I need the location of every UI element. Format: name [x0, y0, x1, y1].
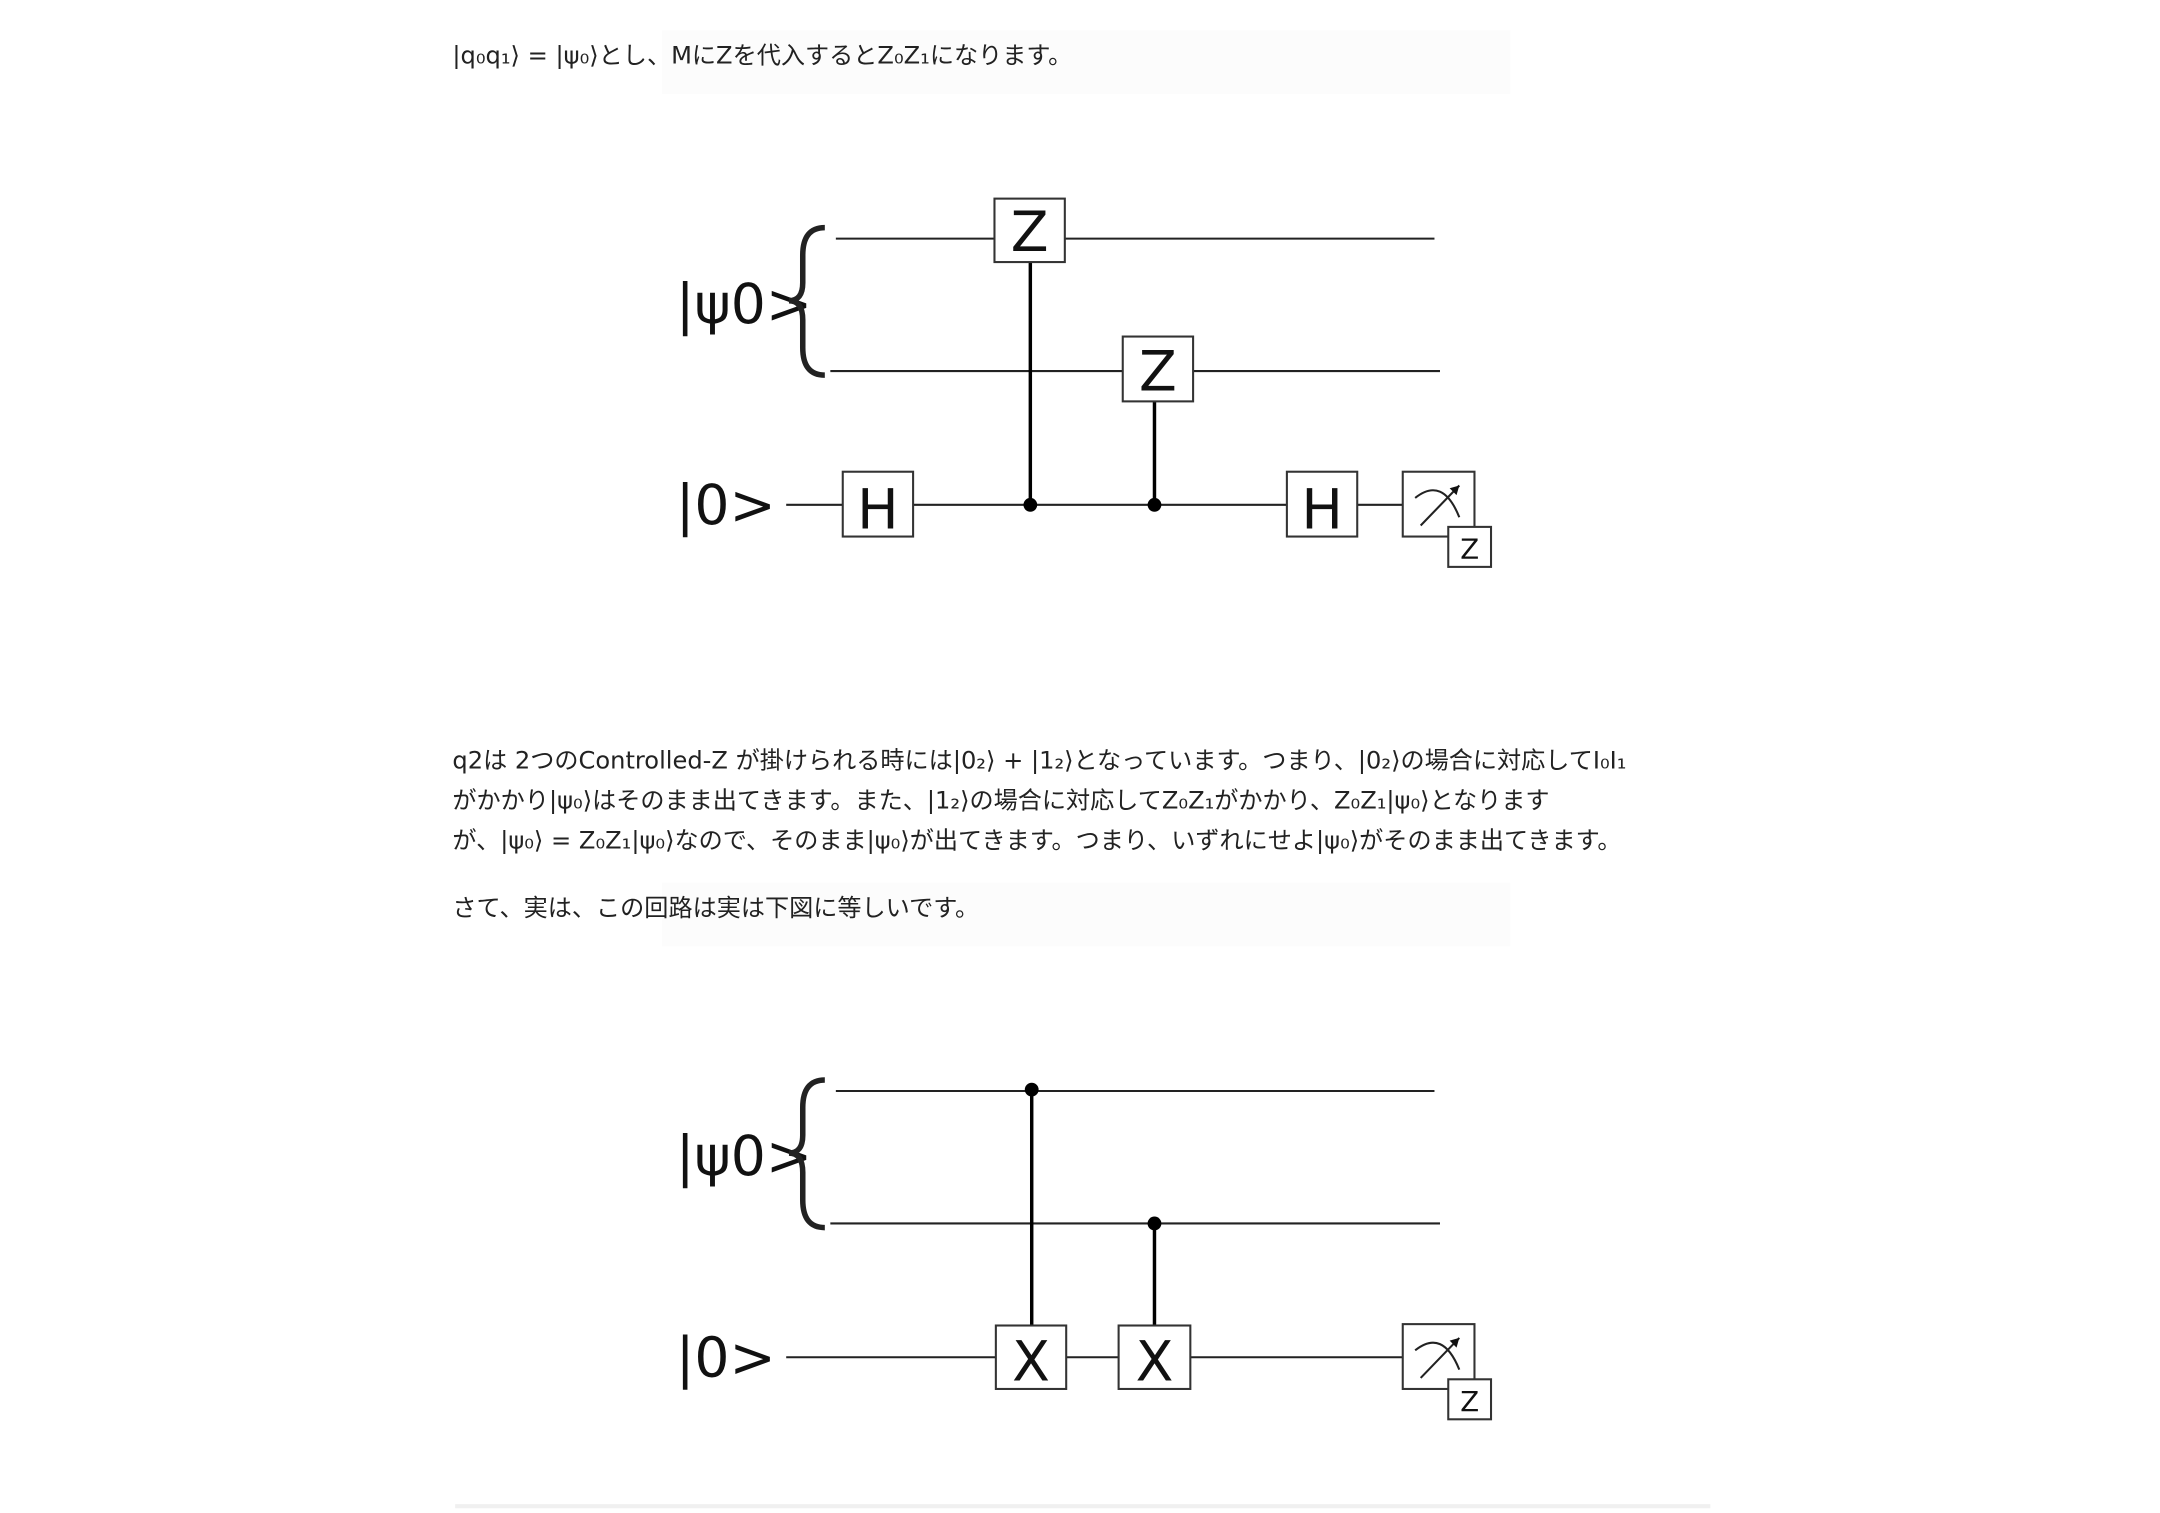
control-dot [1023, 497, 1038, 512]
text-background [662, 30, 1511, 94]
control-dot [1147, 497, 1162, 512]
psi0-input-label: |ψ0> [676, 273, 812, 337]
z-gate: Z [1121, 335, 1195, 404]
control-dot [1147, 1216, 1162, 1231]
measurement-icon: Z [1401, 1323, 1493, 1421]
brace-icon [788, 1077, 826, 1231]
x-gate: X [994, 1324, 1068, 1395]
text-background [662, 882, 1511, 947]
svg-text:Z: Z [1011, 201, 1049, 265]
circuit-2: |ψ0> |0> X X Z [676, 1077, 1493, 1421]
h-gate: H [841, 470, 915, 542]
explanation-line-1: q2は 2つのControlled-Z が掛けられる時には|0₂⟩ + |1₂⟩… [452, 747, 1627, 776]
explanation-line-3: が、|ψ₀⟩ = Z₀Z₁|ψ₀⟩なので、そのまま|ψ₀⟩が出てきます。つまり、… [452, 827, 1622, 856]
circuit-1: |ψ0> |0> Z Z H H Z [676, 197, 1493, 568]
equivalence-text: さて、実は、この回路は実は下図に等しいです。 [452, 895, 980, 923]
measurement-icon: Z [1401, 470, 1493, 568]
svg-text:Z: Z [1460, 533, 1479, 566]
control-dot [1024, 1082, 1039, 1097]
z-gate: Z [993, 197, 1066, 265]
zero-input-label: |0> [676, 1327, 776, 1391]
h-gate: H [1285, 470, 1359, 542]
svg-text:Z: Z [1139, 340, 1177, 404]
svg-text:Z: Z [1460, 1385, 1479, 1418]
svg-text:X: X [1012, 1331, 1050, 1395]
svg-text:X: X [1136, 1331, 1174, 1395]
x-gate: X [1117, 1324, 1192, 1395]
svg-text:H: H [1301, 478, 1342, 542]
psi0-input-label: |ψ0> [676, 1125, 812, 1189]
explanation-line-2: がかかり|ψ₀⟩はそのまま出てきます。また、|1₂⟩の場合に対応してZ₀Z₁がか… [452, 787, 1550, 816]
brace-icon [788, 224, 826, 378]
intro-text: |q₀q₁⟩ = |ψ₀⟩とし、MにZを代入するとZ₀Z₁になります。 [452, 42, 1073, 71]
svg-text:H: H [857, 478, 898, 542]
zero-input-label: |0> [676, 474, 776, 538]
